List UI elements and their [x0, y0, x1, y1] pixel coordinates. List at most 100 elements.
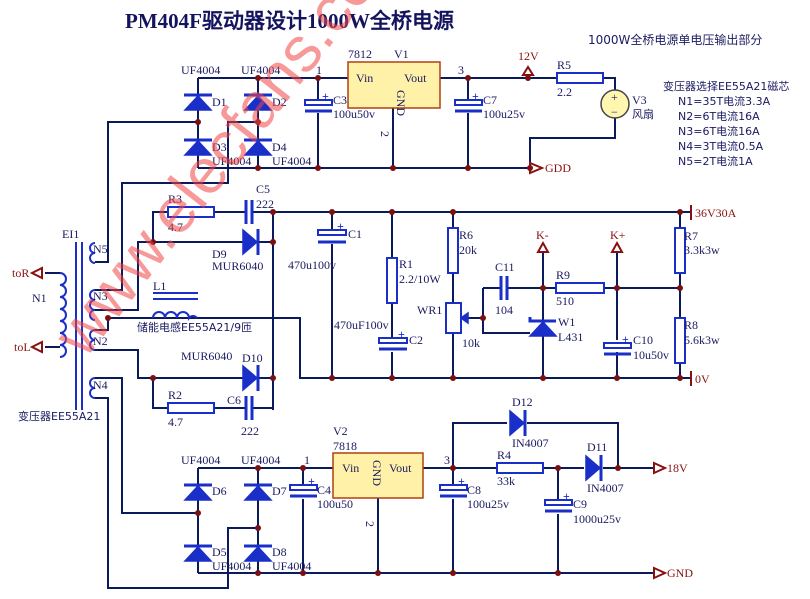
c5-ref: C5 [256, 182, 270, 196]
r5-value: 2.2 [557, 85, 572, 99]
diode-part-label: UF4004 [212, 154, 251, 168]
capacitor-c7: + [454, 89, 483, 113]
regulator-v1: Vin Vout GND [347, 61, 441, 116]
c9-value: 1000u25v [573, 512, 621, 526]
main-output: + + + [95, 200, 692, 420]
c4-ref: C4 [317, 483, 331, 497]
diode-part-label: UF4004 [181, 453, 220, 467]
resistor-r5 [556, 72, 604, 84]
resistor-r8 [674, 317, 686, 364]
capacitor-c4: + [289, 474, 318, 498]
lower-supply: UF4004 UF4004 D6 D7 D5 D8 UF4004 UF4004 … [95, 377, 693, 589]
pin-number: 3 [458, 63, 464, 77]
r2-ref: R2 [168, 388, 182, 402]
capacitor-c10: + [603, 332, 632, 356]
c8-ref: C8 [467, 483, 481, 497]
transformer-ei1 [45, 242, 96, 410]
fan-minus: − [611, 105, 618, 119]
c9-ref: C9 [573, 497, 587, 511]
svg-text:+: + [458, 474, 465, 488]
c10-value: 10u50v [633, 348, 669, 362]
d9-ref: D9 [212, 247, 227, 261]
l1-ref: L1 [153, 279, 166, 293]
regulator-w1 [528, 317, 558, 337]
c4-value: 100u50 [317, 497, 353, 511]
notes-line: N4=3T电流0.5A [678, 139, 764, 153]
pin-number: 2 [378, 131, 392, 137]
wr1-value: 10k [462, 336, 480, 350]
capacitor-c8: + [439, 474, 468, 498]
pin-number: 1 [316, 63, 322, 77]
notes-line: N5=2T电流1A [678, 154, 753, 168]
diode-d1 [183, 93, 213, 111]
c11-ref: C11 [495, 260, 515, 274]
notes-line: N3=6T电流16A [678, 124, 760, 138]
svg-text:+: + [622, 332, 629, 346]
regulator-part: 7812 [348, 47, 372, 61]
winding-n5: N5 [93, 242, 108, 256]
r3-ref: R3 [168, 192, 182, 206]
svg-text:+: + [337, 219, 344, 233]
pin-vout-label: Vout [404, 71, 427, 85]
port-k-minus-marker [536, 240, 550, 253]
r4-value: 33k [497, 474, 515, 488]
resistor-r4 [496, 462, 544, 474]
port-gdd-label: GDD [545, 161, 571, 175]
fan-plus: + [611, 90, 618, 104]
pin-gnd-label: GND [394, 90, 408, 116]
d10-ref: D10 [242, 351, 263, 365]
c7-value: 100u25v [483, 107, 525, 121]
regulator-v2: Vin Vout GND [332, 452, 424, 499]
diode-part-label: UF4004 [212, 559, 251, 573]
winding-n3: N3 [93, 289, 108, 303]
inductor-l1 [152, 292, 198, 321]
c2-ref: C2 [409, 333, 423, 347]
w1-part: L431 [558, 330, 583, 344]
d11-ref: D11 [587, 440, 607, 454]
diode-d10 [242, 364, 260, 392]
capacitor-c1: + [317, 219, 347, 244]
capacitor-c2: + [378, 327, 408, 351]
l1-label: 储能电感EE55A21/9匝 [137, 320, 252, 334]
diode-d11 [585, 454, 603, 482]
diode-part-label: UF4004 [272, 154, 311, 168]
diode-d9 [242, 228, 260, 256]
r8-ref: R8 [684, 318, 698, 332]
diode-ref-label: D8 [272, 545, 287, 559]
diode-part-label: UF4004 [181, 63, 220, 77]
c7-ref: C7 [483, 93, 497, 107]
diode-part-label: UF4004 [272, 559, 311, 573]
d11-part: IN4007 [587, 481, 624, 495]
c6-value: 222 [241, 424, 259, 438]
fan-v3: + − [600, 89, 630, 119]
diode-d12 [509, 409, 527, 437]
port-18v-label: 18V [667, 461, 688, 475]
port-gnd-marker [653, 566, 668, 580]
resistor-r6 [447, 227, 459, 274]
r1-ref: R1 [399, 257, 413, 271]
svg-text:+: + [563, 489, 570, 503]
diode-d4 [243, 138, 273, 156]
diode-d5 [183, 544, 213, 562]
c11-value: 104 [495, 303, 513, 317]
fan-label: 风扇 [632, 107, 654, 121]
c3-ref: C3 [333, 93, 347, 107]
c5-value: 222 [256, 197, 274, 211]
c1-ref: C1 [348, 227, 362, 241]
svg-text:+: + [308, 474, 315, 488]
diode-d2 [243, 93, 273, 111]
d12-ref: D12 [512, 395, 533, 409]
resistor-r2 [167, 402, 215, 414]
r5-ref: R5 [557, 58, 571, 72]
r9-ref: R9 [556, 268, 570, 282]
port-gnd-label: GND [667, 566, 693, 580]
resistor-r9 [555, 282, 605, 294]
port-k-plus-marker [610, 240, 624, 253]
resistor-r7 [674, 227, 686, 274]
svg-text:+: + [472, 89, 479, 103]
r4-ref: R4 [497, 448, 511, 462]
pin-gnd-label: GND [370, 460, 384, 486]
diode-ref-label: D7 [272, 484, 287, 498]
svg-text:+: + [398, 327, 405, 341]
